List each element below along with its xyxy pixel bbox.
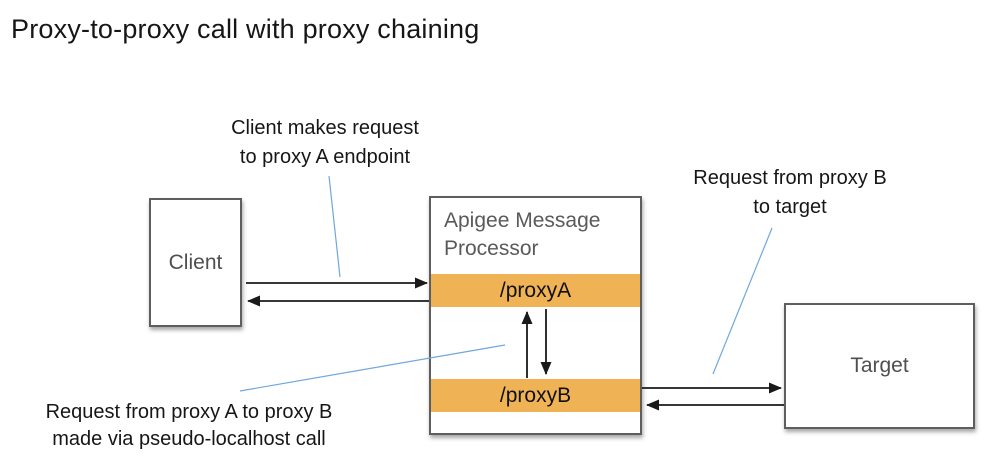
annotation-pseudo-localhost: Request from proxy A to proxy B made via… [8,399,370,453]
apigee-node-title: Apigee Message Processor [444,209,601,260]
apigee-message-processor-node: Apigee Message Processor /proxyA /proxyB [429,196,642,435]
target-node-label: Target [850,354,909,377]
client-node-label: Client [168,250,223,274]
annotation-pseudo-localhost-line1: Request from proxy A to proxy B [45,401,333,423]
annotation-client-request-line1: Client makes request [231,117,419,139]
annotation-proxy-b-to-target-line2: to target [753,196,827,218]
leader-line-client-request [328,175,341,278]
annotation-proxy-b-to-target-line1: Request from proxy B [693,167,887,189]
proxy-b-label: /proxyB [499,383,572,407]
annotation-client-request-line2: to proxy A endpoint [239,146,411,168]
diagram-title: Proxy-to-proxy call with proxy chaining [11,14,480,44]
annotation-pseudo-localhost-line2: made via pseudo-localhost call [52,428,326,450]
target-node: Target [784,303,975,429]
proxy-a-label: /proxyA [499,278,572,302]
leader-line-proxy-b-to-target [712,227,773,375]
proxy-a-bar: /proxyA [431,274,640,307]
proxy-b-bar: /proxyB [431,379,640,412]
annotation-client-request: Client makes request to proxy A endpoint [190,114,460,172]
client-node: Client [149,198,242,327]
annotation-proxy-b-to-target: Request from proxy B to target [662,164,918,222]
